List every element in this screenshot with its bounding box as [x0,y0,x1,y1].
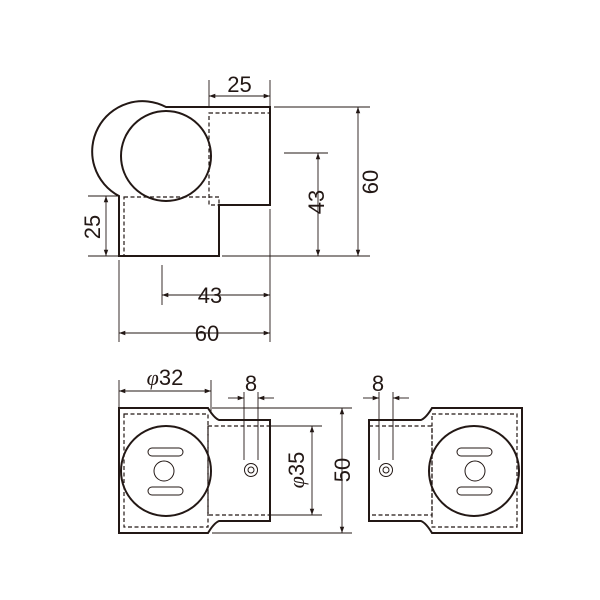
front-left-hidden-block [123,413,209,528]
dim-right-height: 60 [358,170,383,194]
front-right-hidden-block [431,413,518,528]
front-left-slot-bottom [147,486,184,496]
front-right-outline [368,407,523,534]
dim-offset-8-left: 8 [245,371,257,396]
front-right-bore-circle [464,460,486,482]
front-right-bolt-hole-inner [382,466,390,474]
top-view-outline [91,100,271,257]
dim-height-50: 50 [330,458,355,482]
dim-bottom-overall: 60 [195,321,219,346]
front-left-hidden-socket [207,425,271,516]
dim-bottom-inner: 43 [198,283,222,308]
top-view-hidden-bottom-socket [123,196,220,257]
front-view-left: φ32 8 φ35 50 [118,365,355,534]
dim-diameter-35: φ35 [284,452,309,489]
front-view-right: 8 [363,371,523,534]
dim-left-height: 25 [80,215,105,239]
front-left-outline [118,407,271,534]
top-view-hidden-right-socket [208,112,271,206]
front-left-bore-circle [153,460,175,482]
front-right-slot-bottom [456,486,493,496]
front-left-flange-circle [120,425,212,517]
front-right-hidden-socket [368,425,433,516]
front-right-slot-top [456,447,493,457]
top-view: 25 60 43 25 43 60 [80,72,383,346]
dim-diameter-32: φ32 [147,365,184,390]
front-left-bolt-hole [244,463,258,477]
front-left-bolt-hole-inner [247,466,255,474]
dim-offset-8-right: 8 [372,371,384,396]
front-right-flange-circle [428,425,520,517]
front-left-slot-top [147,447,184,457]
top-view-pipe-circle [120,110,212,202]
front-right-bolt-hole [379,463,393,477]
dim-top-width: 25 [227,72,251,97]
dim-inner-height: 43 [304,190,329,214]
